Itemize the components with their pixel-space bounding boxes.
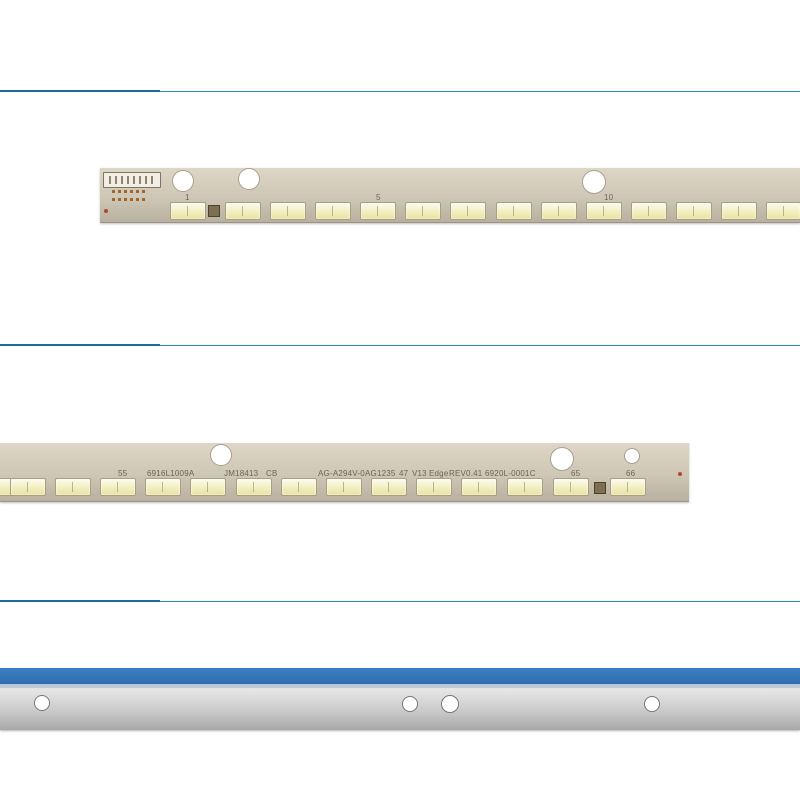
smd-component (208, 205, 220, 217)
led-chip (100, 478, 136, 496)
led-chip (315, 202, 351, 220)
led-chip (450, 202, 486, 220)
strip-connector (103, 172, 161, 188)
led-number-label: 10 (604, 193, 614, 202)
solder-dot (104, 209, 108, 213)
led-chip (145, 478, 181, 496)
led-number-label: 55 (118, 469, 128, 478)
solder-pads (112, 190, 152, 206)
led-chip (610, 478, 646, 496)
led-chip (541, 202, 577, 220)
divider-line-3 (0, 600, 800, 602)
led-chip (496, 202, 532, 220)
led-chip (281, 478, 317, 496)
mounting-hole (172, 170, 194, 192)
solder-dot (678, 472, 682, 476)
led-chip (270, 202, 306, 220)
led-number-label: 65 (571, 469, 581, 478)
mounting-hole (624, 448, 640, 464)
led-number-label: 66 (626, 469, 636, 478)
led-chip (416, 478, 452, 496)
led-chip (236, 478, 272, 496)
led-chip (326, 478, 362, 496)
mounting-hole (238, 168, 260, 190)
led-chip (766, 202, 800, 220)
board-code-label: Edge (429, 469, 449, 478)
board-code-label: CB (266, 469, 278, 478)
board-code-label: 94V-0 (343, 469, 365, 478)
insulation-tape (0, 668, 800, 688)
led-chip (461, 478, 497, 496)
mounting-hole (644, 696, 660, 712)
led-number-label: 1 (185, 193, 190, 202)
led-chip (405, 202, 441, 220)
led-chip (225, 202, 261, 220)
part-number-label: 6920L-0001C (485, 469, 536, 478)
divider-accent (0, 600, 160, 602)
mounting-hole (402, 696, 418, 712)
mounting-hole (582, 170, 606, 194)
divider-line-2 (0, 344, 800, 346)
mounting-hole (550, 447, 574, 471)
led-chip (676, 202, 712, 220)
mounting-hole (210, 444, 232, 466)
divider-accent (0, 344, 160, 346)
board-code-label: V13 (412, 469, 427, 478)
led-chip (586, 202, 622, 220)
led-chip (170, 202, 206, 220)
divider-accent (0, 90, 160, 92)
mounting-hole (34, 695, 50, 711)
led-chip (507, 478, 543, 496)
board-code-label: AG1235 (365, 469, 396, 478)
board-code-label: JM18413 (224, 469, 259, 478)
led-chip (721, 202, 757, 220)
led-chip (10, 478, 46, 496)
led-chip (190, 478, 226, 496)
led-chip (371, 478, 407, 496)
led-chip (55, 478, 91, 496)
mounting-hole (441, 695, 459, 713)
board-code-label: 47 (399, 469, 409, 478)
led-chip (631, 202, 667, 220)
board-code-label: AG-A2 (318, 469, 344, 478)
led-chip (360, 202, 396, 220)
divider-line-1 (0, 90, 800, 92)
part-number-label: 6916L1009A (147, 469, 195, 478)
led-chip (553, 478, 589, 496)
revision-label: REV0.41 (449, 469, 483, 478)
led-strip-back (0, 668, 800, 730)
smd-component (594, 482, 606, 494)
led-number-label: 5 (376, 193, 381, 202)
